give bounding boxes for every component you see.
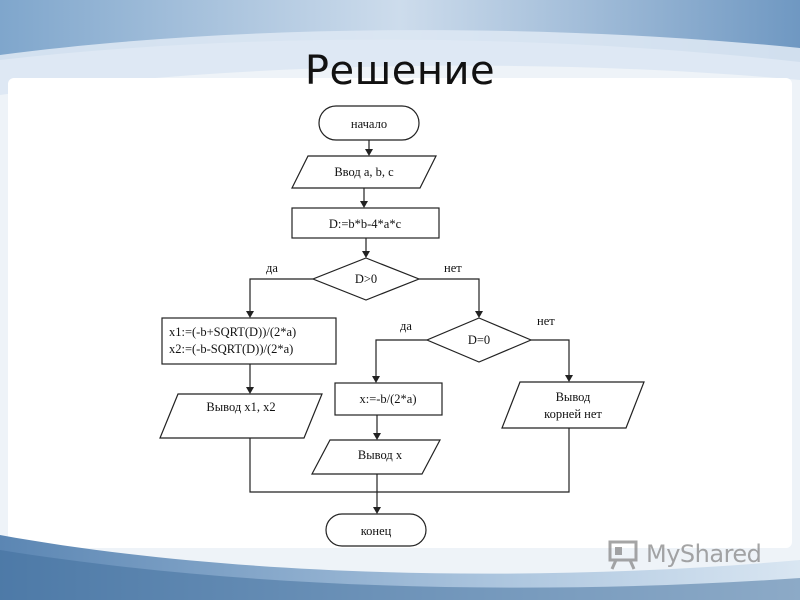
output-single-root: Вывод x [311, 439, 441, 475]
decision2-no-label: нет [537, 314, 555, 328]
decision1-label: D>0 [355, 272, 377, 286]
watermark-text: MyShared [646, 540, 762, 568]
output-single-root-label: Вывод x [358, 448, 403, 462]
decision2-yes-label: да [400, 319, 412, 333]
discriminant-process: D:=b*b-4*a*c [291, 207, 440, 239]
output-no-roots: Вывод корней нет [501, 381, 645, 429]
presentation-board-icon [608, 540, 638, 570]
no-roots-line1: Вывод [556, 390, 591, 404]
input-label: Ввод a, b, c [334, 165, 394, 179]
two-roots-process: x1:=(-b+SQRT(D))/(2*a) x2:=(-b-SQRT(D))/… [161, 317, 337, 365]
decision-d-zero: D=0 [425, 317, 533, 363]
end-label: конец [361, 524, 392, 538]
single-root-label: x:=-b/(2*a) [359, 392, 416, 406]
top-wave-highlight [0, 30, 800, 96]
slide-title: Решение [304, 48, 496, 94]
bottom-wave-dark [0, 550, 800, 600]
output-two-roots: Вывод x1, x2 [159, 393, 323, 439]
roots-line2: x2:=(-b-SQRT(D))/(2*a) [169, 342, 293, 356]
decision1-yes-label: да [266, 261, 278, 275]
output-two-roots-label: Вывод x1, x2 [206, 400, 275, 414]
start-label: начало [351, 117, 387, 131]
roots-line1: x1:=(-b+SQRT(D))/(2*a) [169, 325, 296, 339]
decision2-label: D=0 [468, 333, 490, 347]
decision1-no-label: нет [444, 261, 462, 275]
discriminant-label: D:=b*b-4*a*c [329, 217, 402, 231]
input-parallelogram: Ввод a, b, c [291, 155, 437, 189]
end-terminator: конец [325, 513, 427, 547]
decision-d-positive: D>0 [311, 257, 421, 301]
single-root-process: x:=-b/(2*a) [334, 382, 443, 416]
no-roots-line2: корней нет [544, 407, 602, 421]
start-terminator: начало [318, 105, 420, 141]
watermark: MyShared [606, 537, 762, 571]
